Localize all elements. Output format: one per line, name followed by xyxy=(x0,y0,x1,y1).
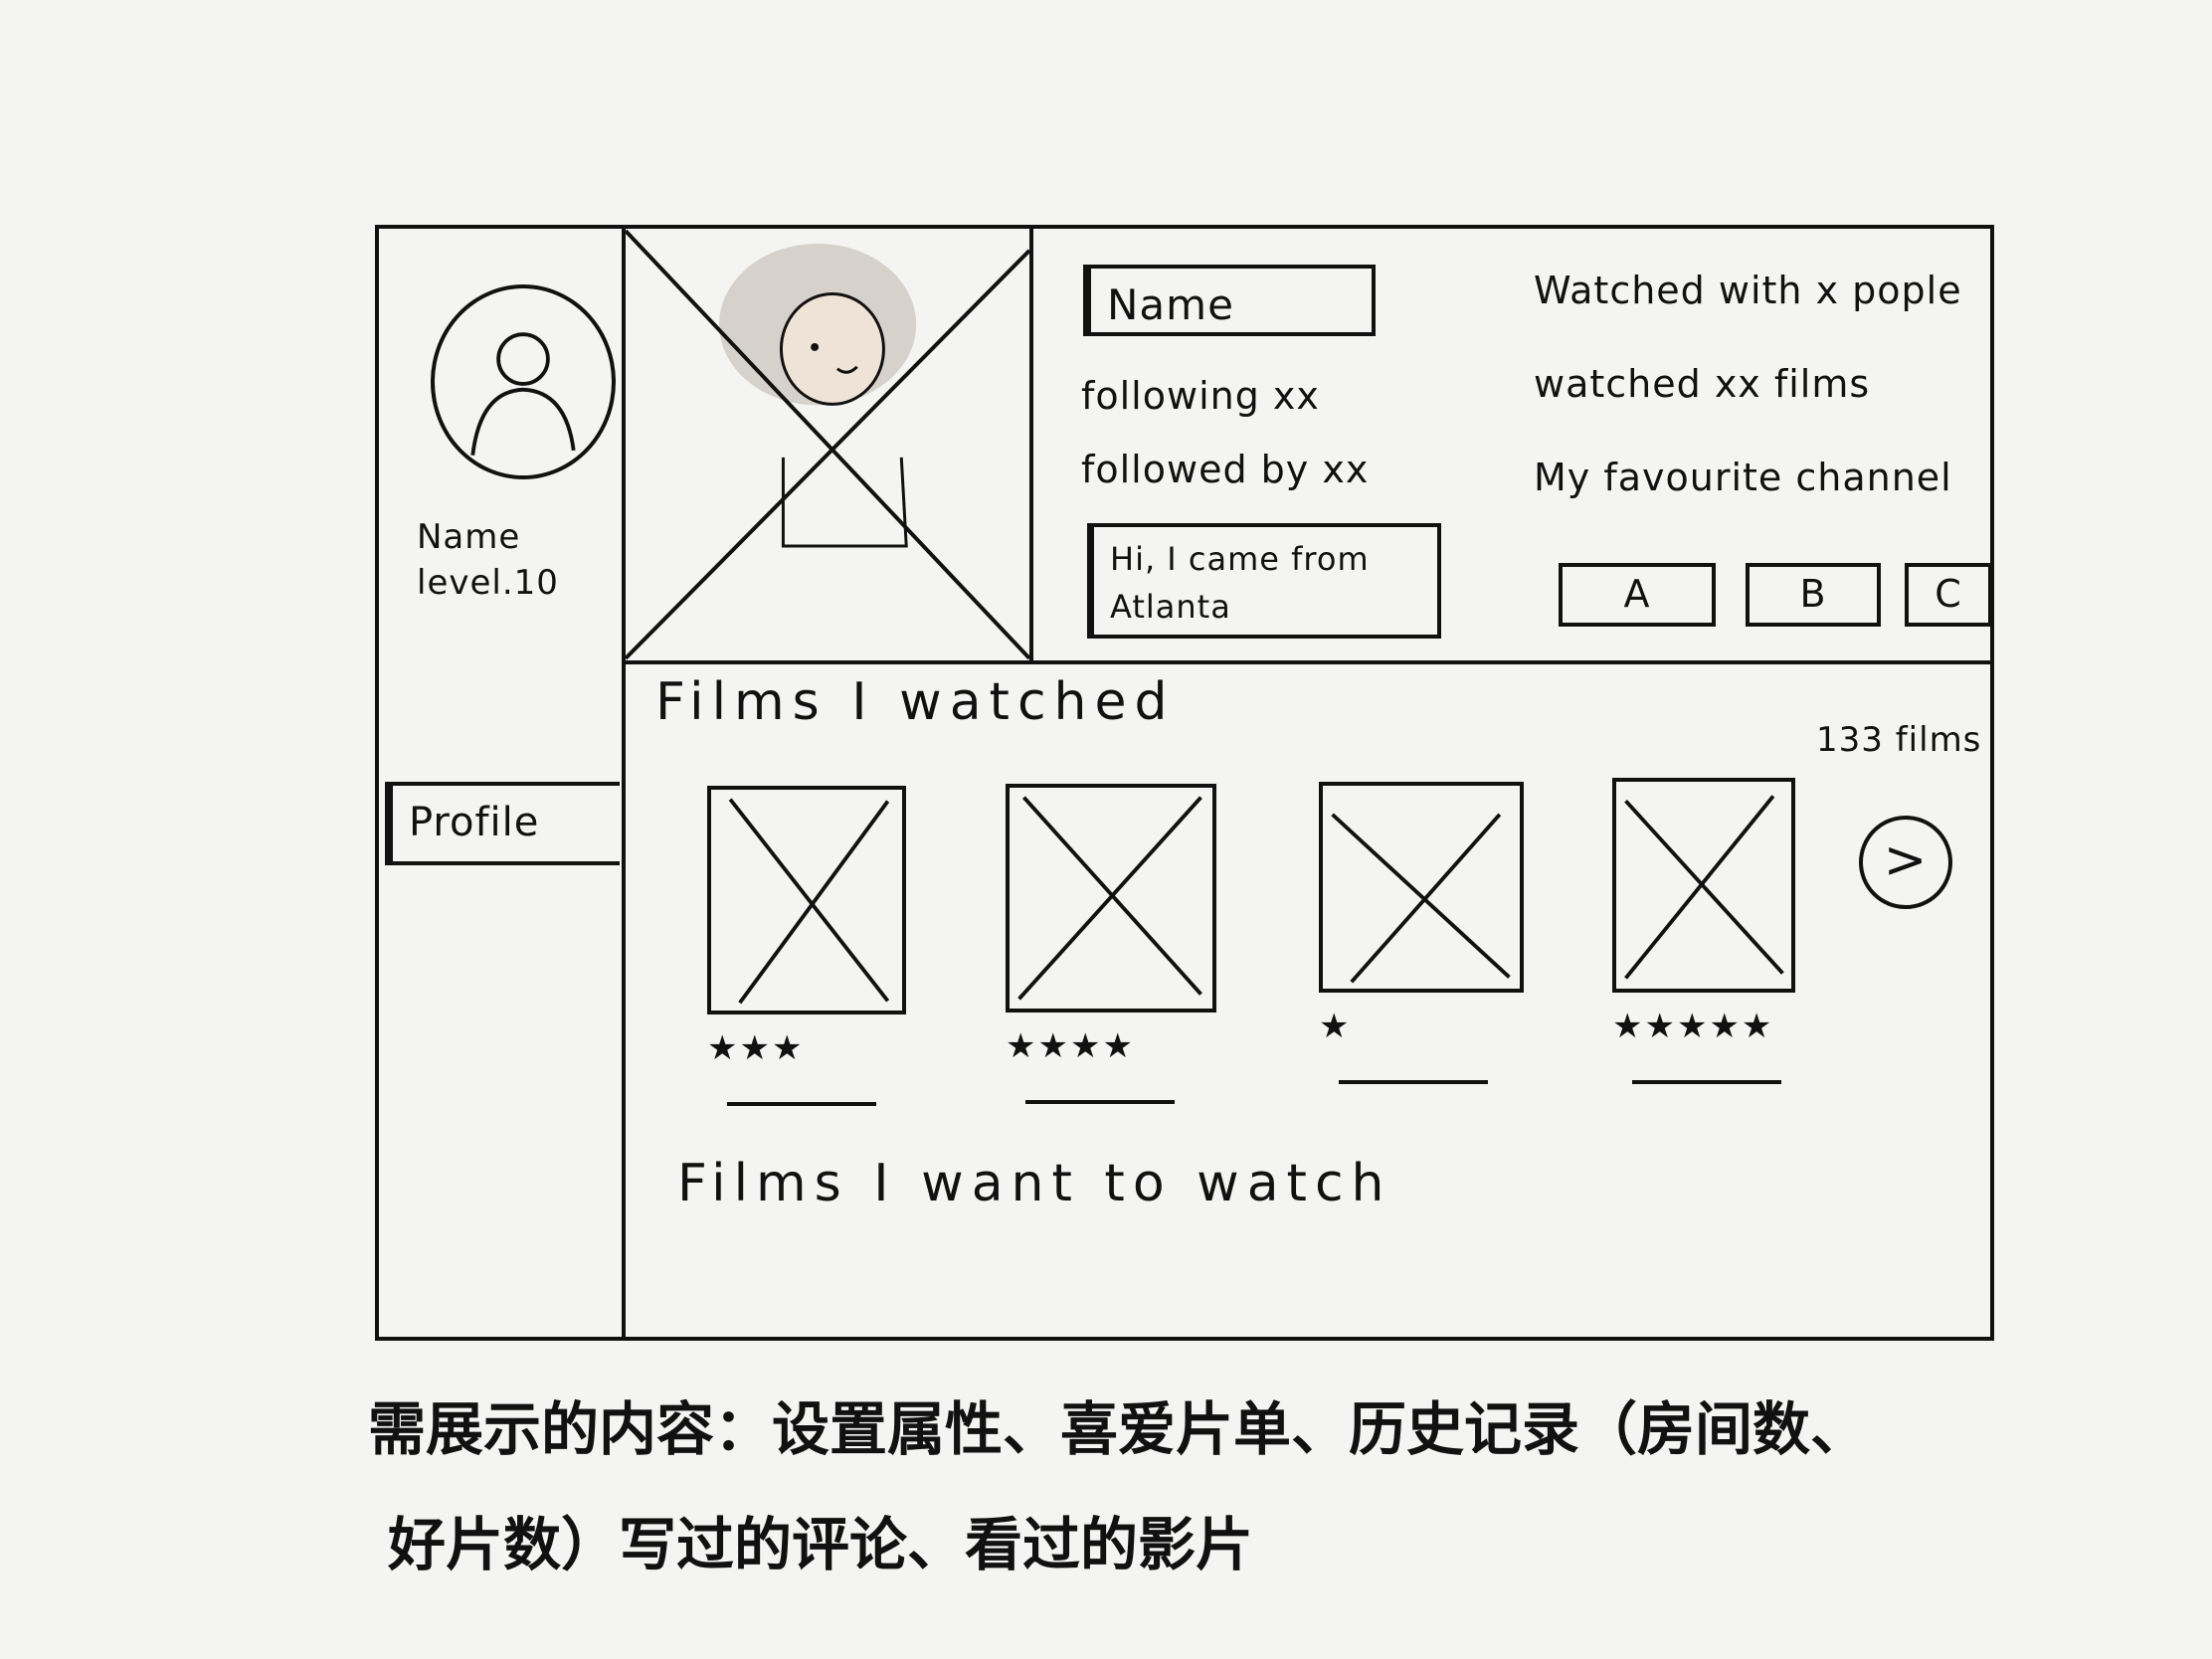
channel-button-a[interactable]: A xyxy=(1559,563,1716,627)
bio-text: Hi, I came from Atlanta xyxy=(1087,523,1441,639)
film-poster[interactable] xyxy=(707,786,906,1014)
profile-name-field[interactable]: Name xyxy=(1083,265,1376,336)
user-silhouette-icon xyxy=(470,332,576,456)
watched-films-count: watched xx films xyxy=(1534,362,1871,406)
films-watched-title: Films I watched xyxy=(655,672,1176,732)
film-card[interactable]: ★★★★★ xyxy=(1612,778,1811,1084)
sidebar-item-profile[interactable]: Profile xyxy=(385,782,620,865)
sidebar-user-name: Name xyxy=(417,517,521,557)
film-poster[interactable] xyxy=(1006,784,1216,1013)
app-frame: Name level.10 Profile Name following xx … xyxy=(375,225,1994,1341)
film-rating-stars: ★★★★ xyxy=(1006,1026,1135,1066)
film-rating-stars: ★★★★★ xyxy=(1612,1007,1774,1046)
film-poster[interactable] xyxy=(1612,778,1795,993)
channel-button-c[interactable]: C xyxy=(1905,563,1992,627)
image-placeholder-icon xyxy=(626,229,1029,660)
film-title-placeholder xyxy=(1632,1062,1781,1084)
image-placeholder-icon xyxy=(1017,796,1202,1001)
film-rating-stars: ★★★ xyxy=(707,1028,805,1068)
followed-by-count[interactable]: followed by xx xyxy=(1081,448,1370,491)
next-films-button[interactable]: > xyxy=(1859,816,1952,909)
film-title-placeholder xyxy=(727,1084,876,1106)
films-watched-count: 133 films xyxy=(1816,720,1982,760)
film-rating-stars: ★ xyxy=(1319,1007,1352,1046)
profile-header: Name following xx followed by xx Hi, I c… xyxy=(626,229,1992,664)
film-poster[interactable] xyxy=(1319,782,1524,993)
film-card[interactable]: ★★★ xyxy=(707,786,906,1106)
channel-button-b[interactable]: B xyxy=(1746,563,1881,627)
image-placeholder-icon xyxy=(728,798,890,1005)
film-card[interactable]: ★★★★ xyxy=(1006,784,1216,1104)
film-title-placeholder xyxy=(1025,1082,1175,1104)
image-placeholder-icon xyxy=(1624,795,1784,980)
films-want-title: Films I want to watch xyxy=(677,1154,1392,1213)
user-avatar-icon[interactable] xyxy=(431,284,616,479)
film-title-placeholder xyxy=(1339,1062,1488,1084)
requirements-note-line1: 需展示的内容：设置属性、喜爱片单、历史记录（房间数、 xyxy=(368,1395,1869,1463)
image-placeholder-icon xyxy=(1331,813,1511,984)
requirements-note-line2: 好片数）写过的评论、看过的影片 xyxy=(388,1511,1254,1578)
sidebar-user-level: level.10 xyxy=(417,563,559,603)
film-card[interactable]: ★ xyxy=(1319,782,1524,1084)
sidebar: Name level.10 Profile xyxy=(379,229,626,1337)
profile-cover-image[interactable] xyxy=(626,229,1033,660)
favourite-channel-label: My favourite channel xyxy=(1534,456,1952,499)
watched-with-count: Watched with x pople xyxy=(1534,269,1962,312)
following-count[interactable]: following xx xyxy=(1081,374,1320,418)
